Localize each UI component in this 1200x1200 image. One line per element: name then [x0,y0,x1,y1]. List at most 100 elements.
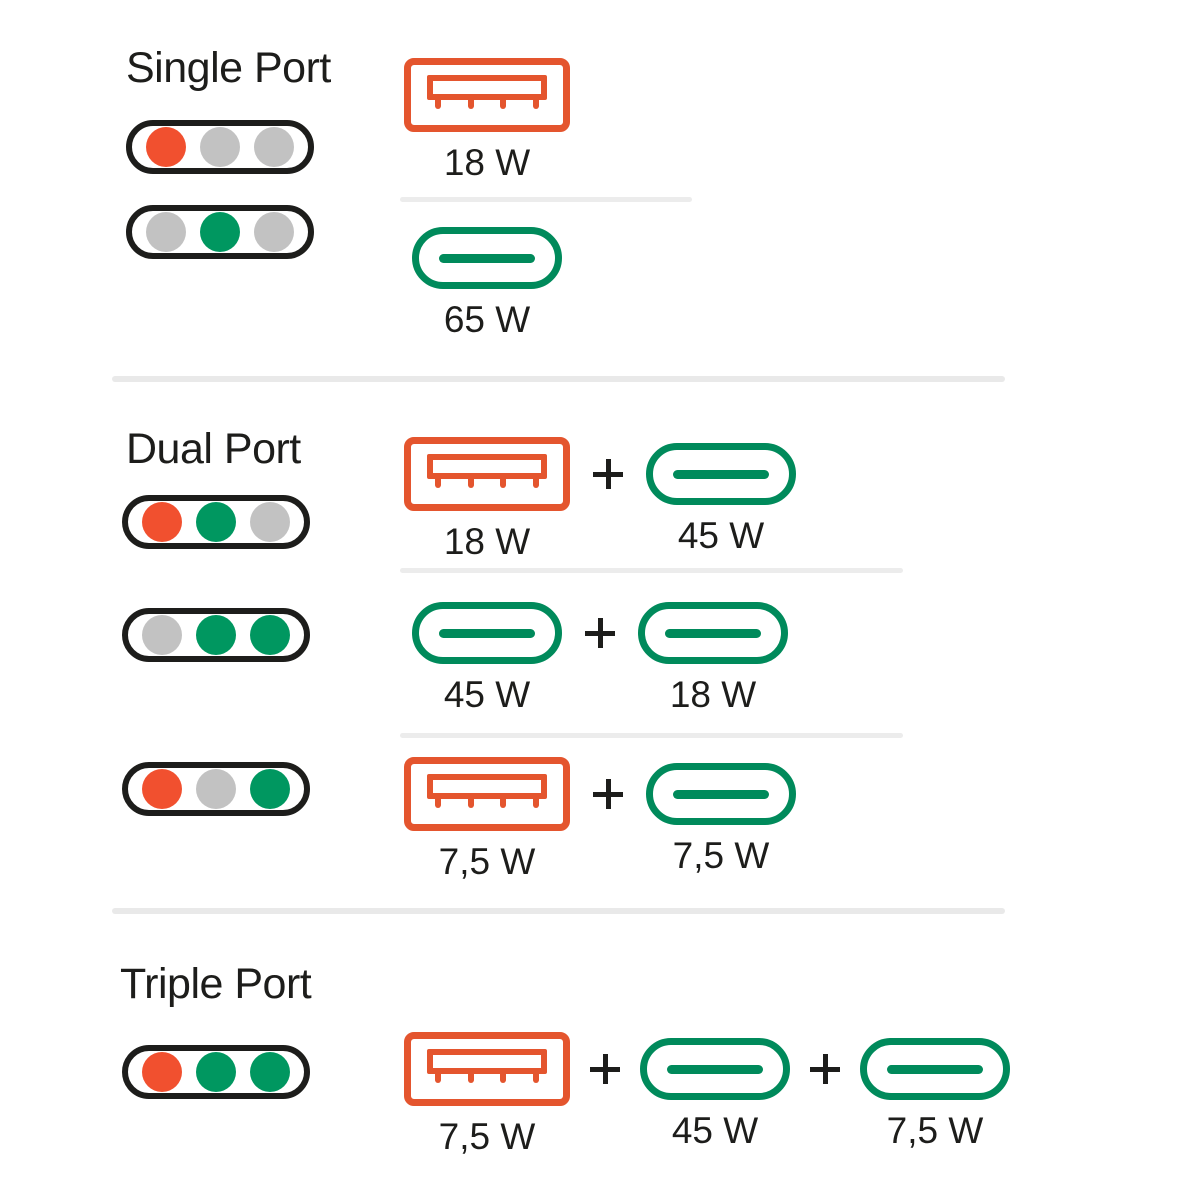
section-divider-1 [112,376,1005,382]
usb-c-inner-bar [665,628,761,638]
section-title-single-port: Single Port [126,44,331,92]
row-divider-dual-2 [400,733,903,738]
watt-label: 45 W [443,674,531,715]
led-green-icon [250,615,290,655]
port-combo-dual-row-1: 18 W 45 W [404,437,796,563]
led-indicator-dual-row-3 [122,762,310,816]
plus-icon [593,779,623,809]
port-column-usb-a: 7,5 W [404,1032,570,1158]
port-column-usb-c: 7,5 W [860,1038,1010,1152]
watt-label: 7,5 W [886,1110,984,1151]
port-combo-dual-row-2: 45 W 18 W [412,602,788,716]
usb-c-connector-icon [860,1038,1010,1100]
plus-icon [590,1054,620,1084]
led-gray-icon [200,127,240,167]
watt-label: 18 W [443,521,531,562]
usb-a-pin [467,799,474,808]
section-title-dual-port: Dual Port [126,425,301,473]
usb-c-inner-bar [673,469,769,479]
led-indicator-dual-row-2 [122,608,310,662]
row-divider-single-port [400,197,692,202]
led-orange-icon [142,769,182,809]
led-gray-icon [142,615,182,655]
usb-c-inner-bar [673,789,769,799]
watt-label: 65 W [443,299,531,340]
led-orange-icon [142,502,182,542]
port-column-usb-a: 18 W [404,58,570,184]
port-column-usb-c: 45 W [646,443,796,557]
usb-a-pin [500,100,507,109]
usb-a-pin [532,100,539,109]
port-column-usb-c: 18 W [638,602,788,716]
watt-label: 7,5 W [672,835,770,876]
usb-a-pin [467,479,474,488]
usb-a-inner-slot [427,75,547,100]
led-gray-icon [254,127,294,167]
watt-label: 45 W [671,1110,759,1151]
usb-a-connector-icon [404,437,570,511]
usb-c-connector-icon [640,1038,790,1100]
usb-a-pin [532,479,539,488]
usb-c-inner-bar [439,253,535,263]
usb-c-connector-icon [412,602,562,664]
watt-label: 18 W [443,142,531,183]
usb-a-pins [435,100,539,109]
led-green-icon [250,1052,290,1092]
usb-a-pin [532,799,539,808]
led-gray-icon [254,212,294,252]
watt-label: 45 W [677,515,765,556]
usb-a-inner-slot [427,1049,547,1074]
usb-c-inner-bar [439,628,535,638]
usb-a-pins [435,1074,539,1083]
led-orange-icon [142,1052,182,1092]
usb-a-pin [500,799,507,808]
led-green-icon [196,615,236,655]
port-column-usb-a: 18 W [404,437,570,563]
usb-a-connector-icon [404,1032,570,1106]
section-title-triple-port: Triple Port [120,960,312,1008]
port-column-usb-c: 7,5 W [646,763,796,877]
usb-a-pins [435,799,539,808]
usb-c-connector-icon [646,443,796,505]
watt-label: 18 W [669,674,757,715]
led-orange-icon [146,127,186,167]
led-gray-icon [250,502,290,542]
led-indicator-triple-row-1 [122,1045,310,1099]
row-divider-dual-1 [400,568,903,573]
usb-c-connector-icon [412,227,562,289]
usb-a-pin [500,479,507,488]
usb-a-pin [435,1074,441,1083]
usb-a-inner-slot [427,454,547,479]
plus-icon [810,1054,840,1084]
port-column-usb-c: 45 W [412,602,562,716]
led-green-icon [196,502,236,542]
usb-c-connector-icon [638,602,788,664]
plus-icon [585,618,615,648]
usb-a-pin [435,479,441,488]
usb-c-connector-icon [646,763,796,825]
usb-c-inner-bar [667,1064,763,1074]
section-divider-2 [112,908,1005,914]
port-combo-dual-row-3: 7,5 W 7,5 W [404,757,796,883]
usb-a-inner-slot [427,774,547,799]
watt-label: 7,5 W [438,841,536,882]
watt-label: 7,5 W [438,1116,536,1157]
led-indicator-single-row-1 [126,120,314,174]
led-indicator-dual-row-1 [122,495,310,549]
usb-a-connector-icon [404,757,570,831]
port-column-usb-a: 7,5 W [404,757,570,883]
led-indicator-single-row-2 [126,205,314,259]
port-combo-single-row-1: 18 W [404,58,570,184]
usb-a-pin [467,100,474,109]
plus-icon [593,459,623,489]
usb-a-pin [532,1074,539,1083]
led-green-icon [250,769,290,809]
port-combo-triple-row-1: 7,5 W 45 W 7,5 W [404,1032,1010,1158]
usb-a-pin [500,1074,507,1083]
port-column-usb-c: 45 W [640,1038,790,1152]
usb-c-inner-bar [887,1064,983,1074]
usb-a-pin [435,799,441,808]
usb-a-connector-icon [404,58,570,132]
usb-a-pin [467,1074,474,1083]
